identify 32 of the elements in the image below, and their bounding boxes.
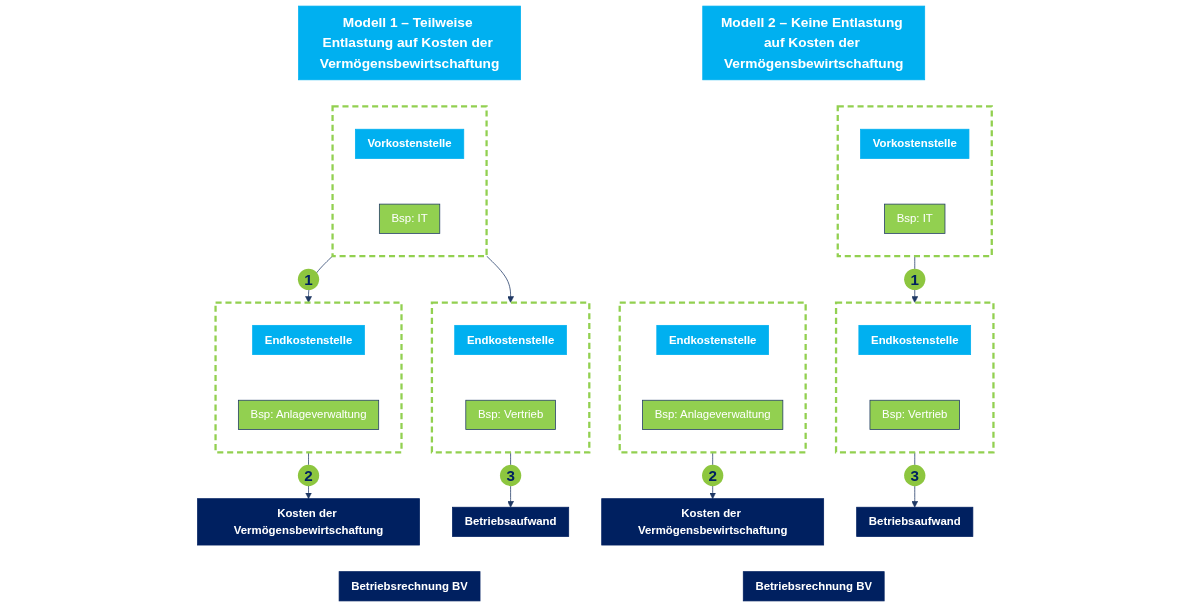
node-box: Modell 1 – Teilweise Entlastung auf Kosten der Vermögensbewirtschaftung bbox=[298, 5, 521, 81]
node-box: Modell 2 – Keine Entlastung auf Kosten der Vermögensbewirtschaftung bbox=[702, 5, 926, 81]
node-box: Bsp: Anlageverwaltung bbox=[238, 399, 380, 430]
node-box: Kosten der Vermögensbewirtschaftung bbox=[601, 498, 825, 546]
node-box: Endkostenstelle bbox=[858, 325, 972, 355]
cluster bbox=[430, 301, 591, 454]
cluster bbox=[331, 105, 488, 258]
node-box: Vorkostenstelle bbox=[860, 128, 970, 159]
node-box: Betriebsrechnung BV bbox=[742, 571, 885, 602]
node-box: Betriebsaufwand bbox=[452, 506, 570, 537]
cluster bbox=[214, 301, 403, 454]
node-box: Betriebsrechnung BV bbox=[338, 571, 481, 602]
node-box: Vorkostenstelle bbox=[355, 128, 465, 159]
node-box: Endkostenstelle bbox=[252, 325, 365, 355]
node-box: Endkostenstelle bbox=[656, 325, 769, 355]
edge-label: 3 bbox=[904, 464, 926, 487]
cluster bbox=[836, 105, 993, 258]
node-box: Bsp: IT bbox=[378, 203, 441, 234]
cluster bbox=[834, 301, 995, 454]
node-box: Bsp: Vertrieb bbox=[465, 399, 556, 430]
node-box: Kosten der Vermögensbewirtschaftung bbox=[197, 498, 420, 546]
edge-label: 2 bbox=[702, 464, 724, 487]
cluster bbox=[618, 301, 807, 454]
edge-label: 1 bbox=[297, 268, 320, 290]
edge-label: 2 bbox=[297, 464, 320, 487]
node-box: Endkostenstelle bbox=[454, 325, 567, 355]
node-box: Betriebsaufwand bbox=[856, 506, 974, 537]
node-box: Bsp: Vertrieb bbox=[869, 399, 960, 430]
edge-label: 3 bbox=[499, 464, 522, 487]
edge-label: 1 bbox=[904, 268, 926, 290]
node-box: Bsp: Anlageverwaltung bbox=[642, 399, 784, 430]
node-box: Bsp: IT bbox=[884, 203, 946, 234]
